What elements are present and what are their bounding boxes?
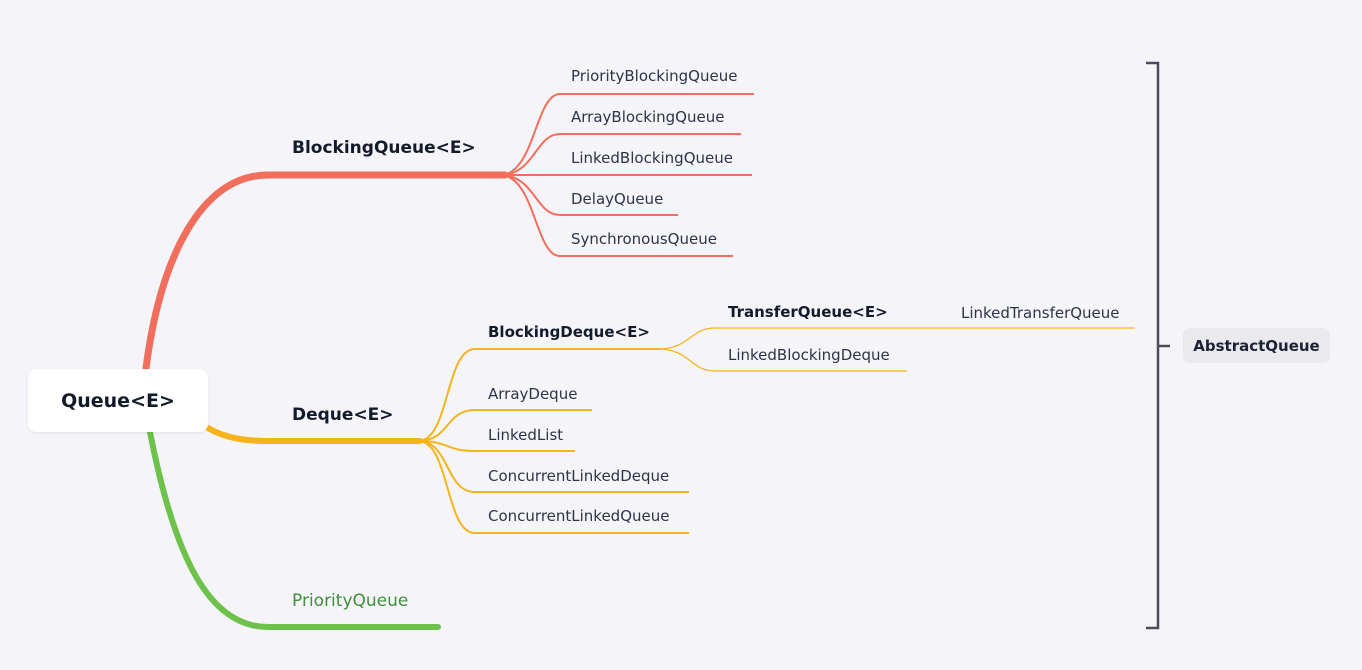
node-deque[interactable]: Deque<E> xyxy=(292,405,394,425)
node-priority-blocking-queue[interactable]: PriorityBlockingQueue xyxy=(571,67,738,85)
node-linked-blocking-deque[interactable]: LinkedBlockingDeque xyxy=(728,346,890,364)
summary-bracket xyxy=(1146,61,1160,630)
node-delay-queue[interactable]: DelayQueue xyxy=(571,190,664,208)
connector-bq-2 xyxy=(499,133,741,176)
node-linked-transfer-queue[interactable]: LinkedTransferQueue xyxy=(961,304,1120,322)
connector-root-priority-queue xyxy=(147,429,441,630)
node-blocking-queue[interactable]: BlockingQueue<E> xyxy=(292,138,476,158)
connector-deque-4 xyxy=(417,440,689,534)
node-array-deque[interactable]: ArrayDeque xyxy=(488,385,578,403)
connector-root-deque xyxy=(205,425,423,444)
node-linked-list[interactable]: LinkedList xyxy=(488,426,564,444)
connector-bd-transfer xyxy=(657,327,1135,350)
connector-bq-5 xyxy=(499,174,733,257)
node-synchronous-queue[interactable]: SynchronousQueue xyxy=(571,230,717,248)
node-transfer-queue[interactable]: TransferQueue<E> xyxy=(728,303,888,321)
connector-bd-lbd xyxy=(657,348,907,372)
summary-node[interactable]: AbstractQueue xyxy=(1183,328,1330,363)
node-priority-queue[interactable]: PriorityQueue xyxy=(292,591,409,611)
connector-bq-1 xyxy=(499,93,754,176)
node-concurrent-linked-deque[interactable]: ConcurrentLinkedDeque xyxy=(488,467,670,485)
connector-deque-blocking-deque xyxy=(417,348,660,442)
connector-root-blocking-queue xyxy=(142,171,509,372)
connector-bq-4 xyxy=(499,174,678,216)
root-node[interactable]: Queue<E> xyxy=(28,369,208,432)
node-blocking-deque[interactable]: BlockingDeque<E> xyxy=(488,323,650,341)
connector-deque-2 xyxy=(417,440,575,452)
node-concurrent-linked-queue[interactable]: ConcurrentLinkedQueue xyxy=(488,507,670,525)
connector-deque-3 xyxy=(417,440,689,493)
node-array-blocking-queue[interactable]: ArrayBlockingQueue xyxy=(571,108,725,126)
connector-deque-1 xyxy=(417,409,592,442)
node-linked-blocking-queue[interactable]: LinkedBlockingQueue xyxy=(571,149,733,167)
